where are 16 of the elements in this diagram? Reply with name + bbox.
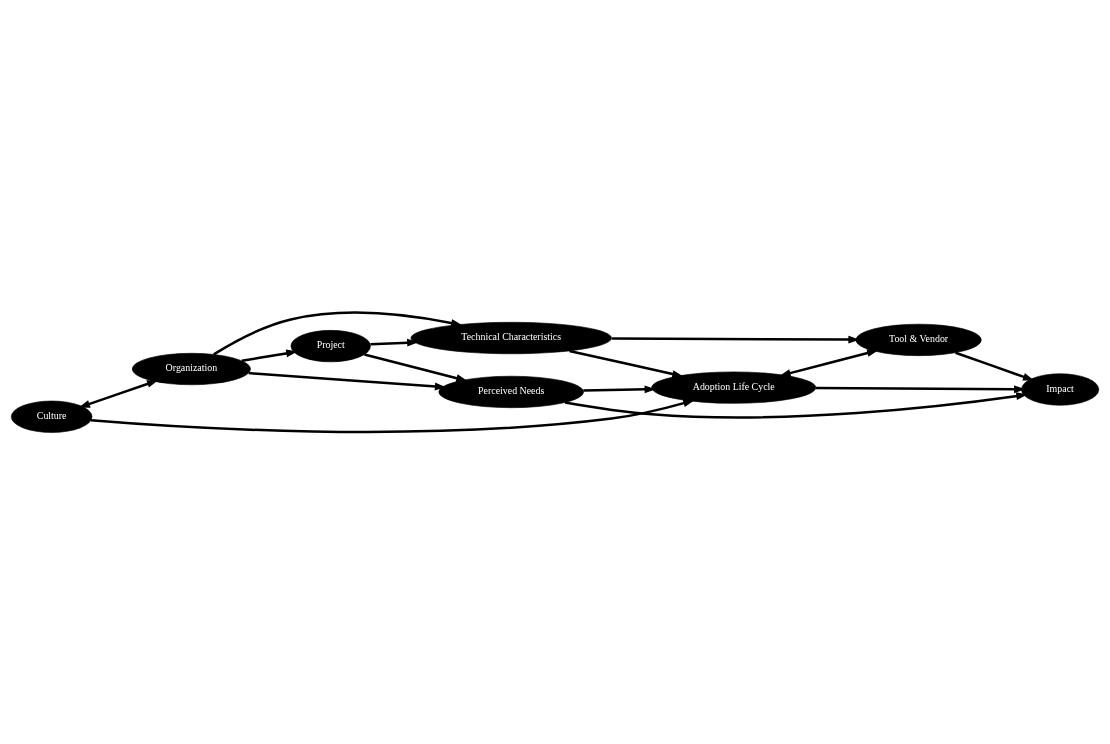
node-ellipse: Project bbox=[290, 329, 371, 362]
node-ellipse: Technical Characteristics bbox=[410, 321, 612, 354]
arrow bbox=[364, 352, 468, 382]
arrow bbox=[248, 371, 447, 390]
arrow bbox=[611, 335, 860, 343]
arrow bbox=[569, 349, 684, 378]
arrow bbox=[78, 379, 159, 408]
node-ellipse: Organization bbox=[131, 352, 251, 385]
arrow bbox=[241, 349, 298, 362]
arrow bbox=[213, 311, 463, 355]
arrow bbox=[583, 384, 656, 393]
arrow bbox=[370, 338, 419, 347]
arrow bbox=[955, 351, 1035, 381]
arrow bbox=[564, 391, 1028, 419]
arrow bbox=[779, 348, 879, 377]
arrow bbox=[90, 398, 695, 433]
